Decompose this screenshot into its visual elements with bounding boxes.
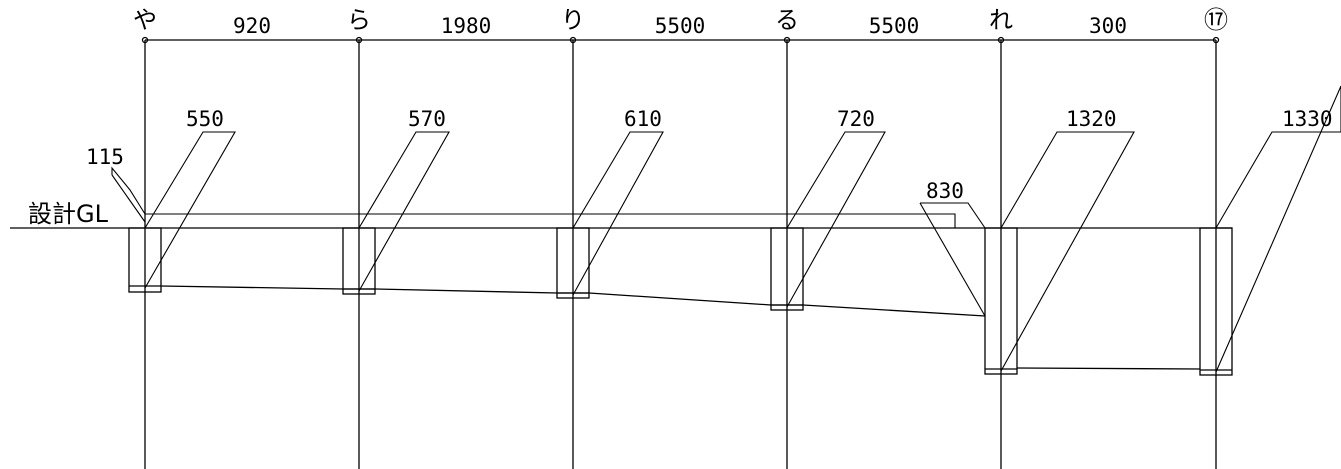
axis-label-ya: や <box>133 6 157 34</box>
gl-label: 設計GL <box>28 200 109 228</box>
axis-label-ri: り <box>561 6 585 34</box>
footing-boxes <box>128 227 1233 376</box>
depth-leaders <box>144 85 1341 373</box>
axis-label-ru: る <box>775 6 799 34</box>
span-label: 5500 <box>869 14 920 38</box>
offset-line-115 <box>145 213 956 228</box>
footing-bottom-line <box>160 285 986 317</box>
span-label: 300 <box>1089 14 1127 38</box>
depth-label: 550 <box>186 107 224 131</box>
depth-label: 610 <box>624 107 662 131</box>
offset-label-115: 115 <box>86 145 124 169</box>
offset-label-830: 830 <box>926 179 964 203</box>
axis-label-ra: ら <box>347 6 371 34</box>
depth-label: 720 <box>837 107 875 131</box>
span-label: 920 <box>233 14 271 38</box>
depth-label: 570 <box>408 107 446 131</box>
footing-bottom-line-2 <box>1016 367 1201 370</box>
depth-label: 1330 <box>1282 107 1333 131</box>
axis-label-re: れ <box>989 6 1013 34</box>
grid-lines <box>141 36 1220 469</box>
depth-label: 1320 <box>1066 107 1117 131</box>
axis-label-17: ⑰ <box>1204 6 1228 34</box>
offset-leader-830 <box>920 202 986 229</box>
span-label: 1980 <box>441 14 492 38</box>
offset-leader-115 <box>111 166 146 215</box>
span-label: 5500 <box>655 14 706 38</box>
